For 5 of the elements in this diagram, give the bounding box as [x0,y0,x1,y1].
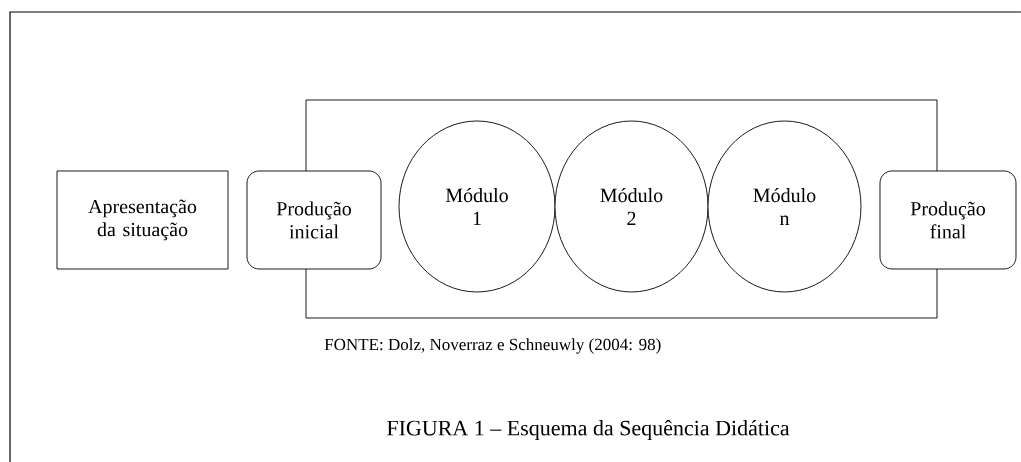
source-note: FONTE: Dolz, Noverraz e Schneuwly (2004: 98) [324,338,661,354]
rounded-box: Produção inicial [246,170,382,270]
rounded-box: Produção final [879,170,1017,270]
process-box: Apresentação da situação [56,170,229,270]
figure-caption: FIGURA 1 – Esquema da Sequência Didática [387,420,790,440]
